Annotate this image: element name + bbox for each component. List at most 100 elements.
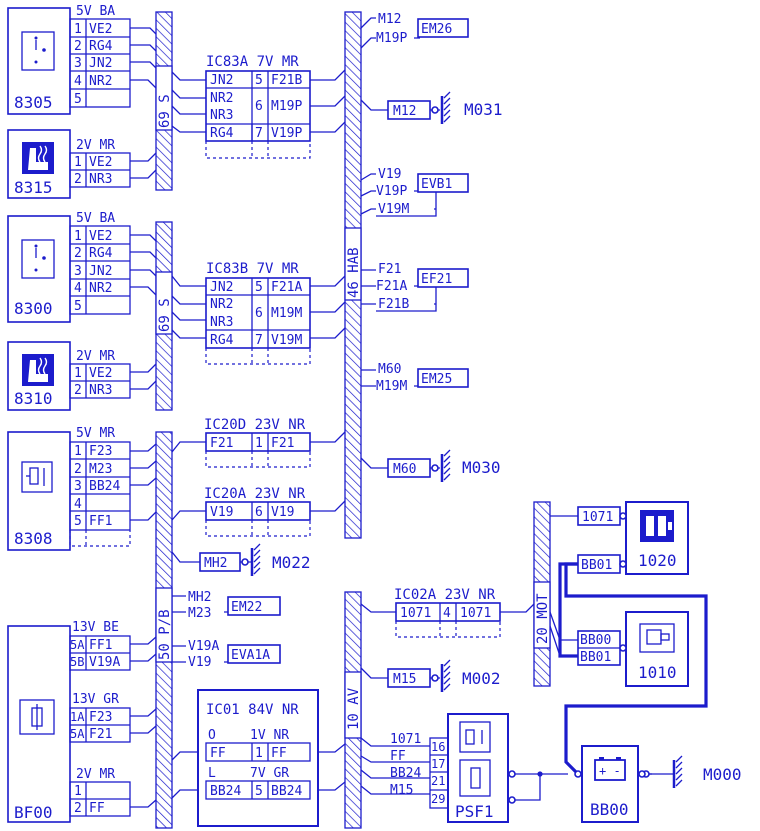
cell: 7 (255, 333, 263, 348)
connector-spec: 13V GR (72, 692, 119, 707)
cell: FF (210, 746, 226, 761)
pin-number: 2 (74, 801, 82, 816)
module-1010: 1010 BB00 BB01 (577, 611, 689, 687)
connector-spec: 2V MR (76, 138, 115, 153)
cell: BB24 (271, 784, 302, 799)
wire-label: F21B (378, 297, 409, 312)
ground-m031: M12 M031 (387, 91, 503, 124)
ground-label: M031 (464, 100, 503, 119)
cell: M19M (271, 306, 302, 321)
module-label: 8310 (14, 389, 53, 408)
cell: NR3 (210, 315, 233, 330)
wire-label: MH2 (188, 590, 211, 605)
ground-icon (250, 543, 261, 576)
module-8305-box (7, 7, 71, 115)
battery-cable (564, 562, 708, 776)
bundle-hab: 46 HAB (344, 11, 362, 539)
wire-label: V19 (378, 167, 401, 182)
wire-code: BB24 (89, 479, 120, 494)
ground-label: M002 (462, 669, 501, 688)
wire-code: F21 (89, 727, 112, 742)
wire-code: V19A (89, 655, 120, 670)
connector-spec: 5V BA (76, 4, 115, 19)
module-label: 8315 (14, 178, 53, 197)
pin-number: 3 (74, 479, 82, 494)
connector-spec: 5V MR (76, 426, 115, 441)
cell: NR2 (210, 91, 233, 106)
pin-number: 21 (431, 774, 445, 788)
module-label: 1010 (638, 663, 677, 682)
splice-em26: M12 M19P EM26 (376, 12, 469, 46)
alternator-icon (640, 510, 674, 542)
ground-label: M022 (272, 553, 311, 572)
pin-number: 2 (74, 39, 82, 54)
fuse-relay-icon (459, 721, 491, 797)
cell: O (208, 728, 216, 743)
cell: 1 (255, 746, 263, 761)
wire-code: JN2 (89, 264, 112, 279)
wire-label: FF (390, 749, 406, 764)
module-label: BB00 (590, 800, 629, 819)
wire-code: JN2 (89, 56, 112, 71)
wire-label: M12 (393, 104, 416, 119)
connector-title: IC83A 7V MR (206, 54, 299, 70)
cell: 6 (255, 505, 263, 520)
pin-number: 29 (431, 792, 445, 806)
battery-cable-bb01 (558, 562, 578, 658)
cell: FF (271, 746, 287, 761)
connector-title: IC20D 23V NR (204, 417, 306, 433)
ground-label: M000 (703, 765, 742, 784)
module-label: PSF1 (455, 802, 494, 821)
module-label: 8305 (14, 93, 53, 112)
splice-label: EM22 (231, 600, 262, 615)
pin-number: 3 (74, 264, 82, 279)
wire-label: V19M (378, 202, 409, 217)
wire-label: BB24 (390, 766, 421, 781)
wire-label: V19P (376, 184, 407, 199)
cell: 6 (255, 99, 263, 114)
pin-number: 1A (70, 710, 85, 724)
cell: 1071 (460, 606, 491, 621)
module-1020: 1020 1071 (577, 501, 689, 575)
connector-title: IC02A 23V NR (394, 587, 496, 603)
connector-spec: 2V MR (76, 349, 115, 364)
pin-number: 2 (74, 172, 82, 187)
bundle-69-lower: 69 S (155, 221, 173, 411)
ground-icon (440, 449, 451, 482)
cell: 5 (255, 73, 263, 88)
connector-spec: 2V MR (76, 767, 115, 782)
heated-seat-icon (22, 142, 54, 174)
splice-label: EM26 (421, 22, 452, 37)
ground-m002: M15 M002 (387, 659, 501, 692)
cell: V19P (271, 126, 302, 141)
cell: F21A (271, 280, 302, 295)
connector-spec: 5V BA (76, 211, 115, 226)
cell: V19 (210, 505, 233, 520)
bundle-label: 69 S (157, 298, 173, 332)
connector-ic20a: IC20A 23V NR V19 6 V19 (204, 486, 311, 537)
wire-code: F23 (89, 710, 112, 725)
cell: 1V NR (250, 728, 289, 743)
module-8308: 8308 5V MR 1 2 3 4 5 F23 M23 BB24 FF1 (7, 426, 131, 551)
wire-code: FF (89, 801, 105, 816)
cell: 1 (255, 436, 263, 451)
cell: F21B (271, 73, 302, 88)
bundle-label: 10 AV (346, 687, 362, 730)
pin-number: 5 (74, 514, 82, 529)
bundle-pb: 50 P/B (155, 431, 173, 829)
wire-code: M23 (89, 462, 112, 477)
pin-number: 4 (74, 497, 82, 512)
pin-number: 1 (74, 22, 82, 37)
heated-seat-icon (22, 354, 54, 386)
wire-label: M60 (393, 462, 416, 477)
module-8310: 8310 2V MR 1 2 VE2 NR3 (7, 341, 131, 411)
cell: 5 (255, 280, 263, 295)
pin-number: 1 (74, 155, 82, 170)
module-label: 8308 (14, 529, 53, 548)
pin-number: 2 (74, 462, 82, 477)
pin-number: 4 (74, 281, 82, 296)
relay-icon (21, 461, 53, 493)
module-bf00: BF00 13V BE 5A 5B FF1 V19A 13V GR 1A 5A … (7, 620, 131, 823)
wire-code: NR3 (89, 172, 112, 187)
cell: 5 (255, 784, 263, 799)
